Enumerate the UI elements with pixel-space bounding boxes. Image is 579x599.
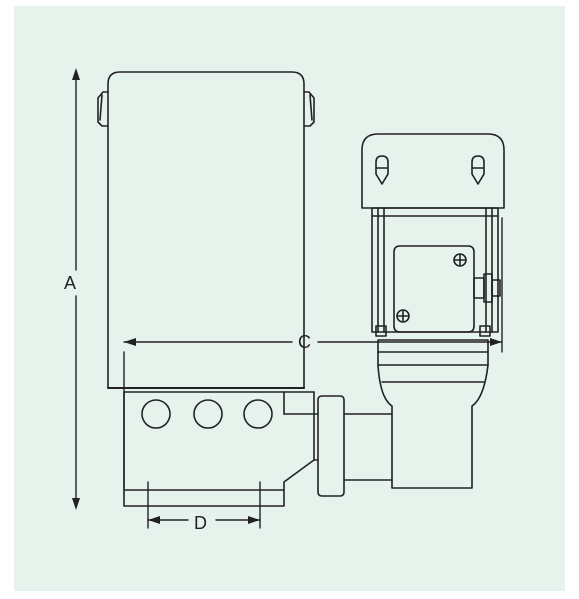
terminal-box [393, 245, 475, 333]
dimension-lines [75, 73, 503, 529]
gearbox [377, 339, 489, 489]
port-2 [193, 399, 223, 429]
bolt-left [375, 155, 389, 185]
tank-body [107, 71, 305, 389]
gearbox-housing [377, 364, 489, 489]
screw-bottom [396, 309, 410, 323]
flange [317, 395, 345, 497]
motor-fan-cover [361, 133, 505, 209]
drawing-background [14, 6, 565, 591]
left-clamp [97, 91, 109, 127]
screw-top [453, 253, 467, 267]
bolt-right [471, 155, 485, 185]
port-1 [141, 399, 171, 429]
right-clamp [303, 91, 315, 127]
reservoir-tank [97, 71, 315, 389]
port-3 [243, 399, 273, 429]
motor-foot-right [479, 325, 491, 337]
dimension-label-a: A [64, 273, 77, 293]
motor-foot-left [375, 325, 387, 337]
flange-coupling [317, 395, 393, 497]
dimension-label-c: C [298, 332, 311, 352]
electric-motor [361, 133, 505, 337]
dimension-label-d: D [194, 513, 207, 533]
arrowheads [72, 68, 502, 524]
